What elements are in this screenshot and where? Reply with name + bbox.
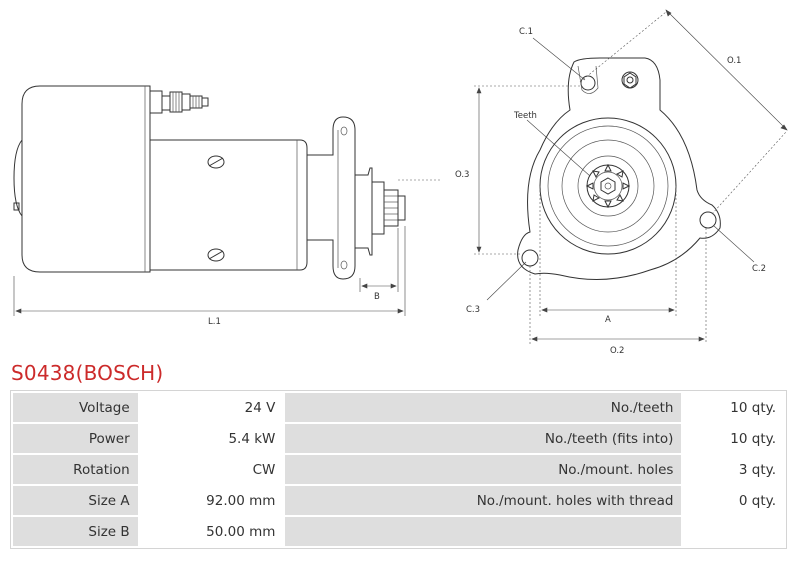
hole-c2 <box>699 211 717 229</box>
spec-label-voltage: Voltage <box>13 393 138 422</box>
spec-value-power: 5.4 kW <box>139 424 284 453</box>
spec-value-mount-holes: 3 qty. <box>683 455 784 484</box>
label-teeth: Teeth <box>513 111 537 121</box>
technical-drawing: B L.1 Teeth <box>13 9 788 355</box>
pinion-teeth <box>585 163 631 209</box>
front-view: Teeth C.1 O.1 C.2 C.3 O.3 A O.2 <box>455 9 788 355</box>
spec-value-size-b: 50.00 mm <box>139 517 284 546</box>
spec-label-mount-holes: No./mount. holes <box>285 455 682 484</box>
spec-value-threaded-holes: 0 qty. <box>683 486 784 515</box>
side-view: B L.1 <box>13 85 440 327</box>
spec-empty-value <box>683 517 784 546</box>
spec-label-power: Power <box>13 424 138 453</box>
table-row: Size A 92.00 mm No./mount. holes with th… <box>13 486 784 515</box>
screw-top <box>207 155 225 169</box>
spec-value-voltage: 24 V <box>139 393 284 422</box>
spec-table: Voltage 24 V No./teeth 10 qty. Power 5.4… <box>10 390 787 549</box>
solenoid-stud <box>13 202 20 211</box>
label-b: B <box>374 292 380 302</box>
spec-label-size-b: Size B <box>13 517 138 546</box>
label-o3: O.3 <box>455 170 469 180</box>
label-a: A <box>605 315 611 325</box>
motor-body <box>149 139 308 271</box>
label-c1: C.1 <box>519 27 533 37</box>
spec-label-teeth-fits: No./teeth (fits into) <box>285 424 682 453</box>
screw-bottom <box>207 248 225 262</box>
label-l1: L.1 <box>208 317 221 327</box>
spec-label-threaded-holes: No./mount. holes with thread <box>285 486 682 515</box>
spec-value-size-a: 92.00 mm <box>139 486 284 515</box>
spec-label-rotation: Rotation <box>13 455 138 484</box>
label-o1: O.1 <box>727 56 741 66</box>
label-c2: C.2 <box>752 264 766 274</box>
spec-label-size-a: Size A <box>13 486 138 515</box>
table-row: Size B 50.00 mm <box>13 517 784 546</box>
label-o2: O.2 <box>610 346 624 355</box>
drive-nose <box>354 167 373 256</box>
spec-label-teeth: No./teeth <box>285 393 682 422</box>
front-outline <box>517 57 721 280</box>
part-title: S0438(BOSCH) <box>11 361 164 385</box>
solenoid-housing <box>21 85 151 273</box>
mounting-flange <box>306 116 356 280</box>
table-row: Voltage 24 V No./teeth 10 qty. <box>13 393 784 422</box>
spec-value-rotation: CW <box>139 455 284 484</box>
spec-value-teeth: 10 qty. <box>683 393 784 422</box>
solenoid-endcap <box>13 139 23 217</box>
spec-value-teeth-fits: 10 qty. <box>683 424 784 453</box>
spec-empty-label <box>285 517 682 546</box>
label-c3: C.3 <box>466 305 480 315</box>
table-row: Power 5.4 kW No./teeth (fits into) 10 qt… <box>13 424 784 453</box>
table-row: Rotation CW No./mount. holes 3 qty. <box>13 455 784 484</box>
terminal-bolt <box>149 90 209 114</box>
